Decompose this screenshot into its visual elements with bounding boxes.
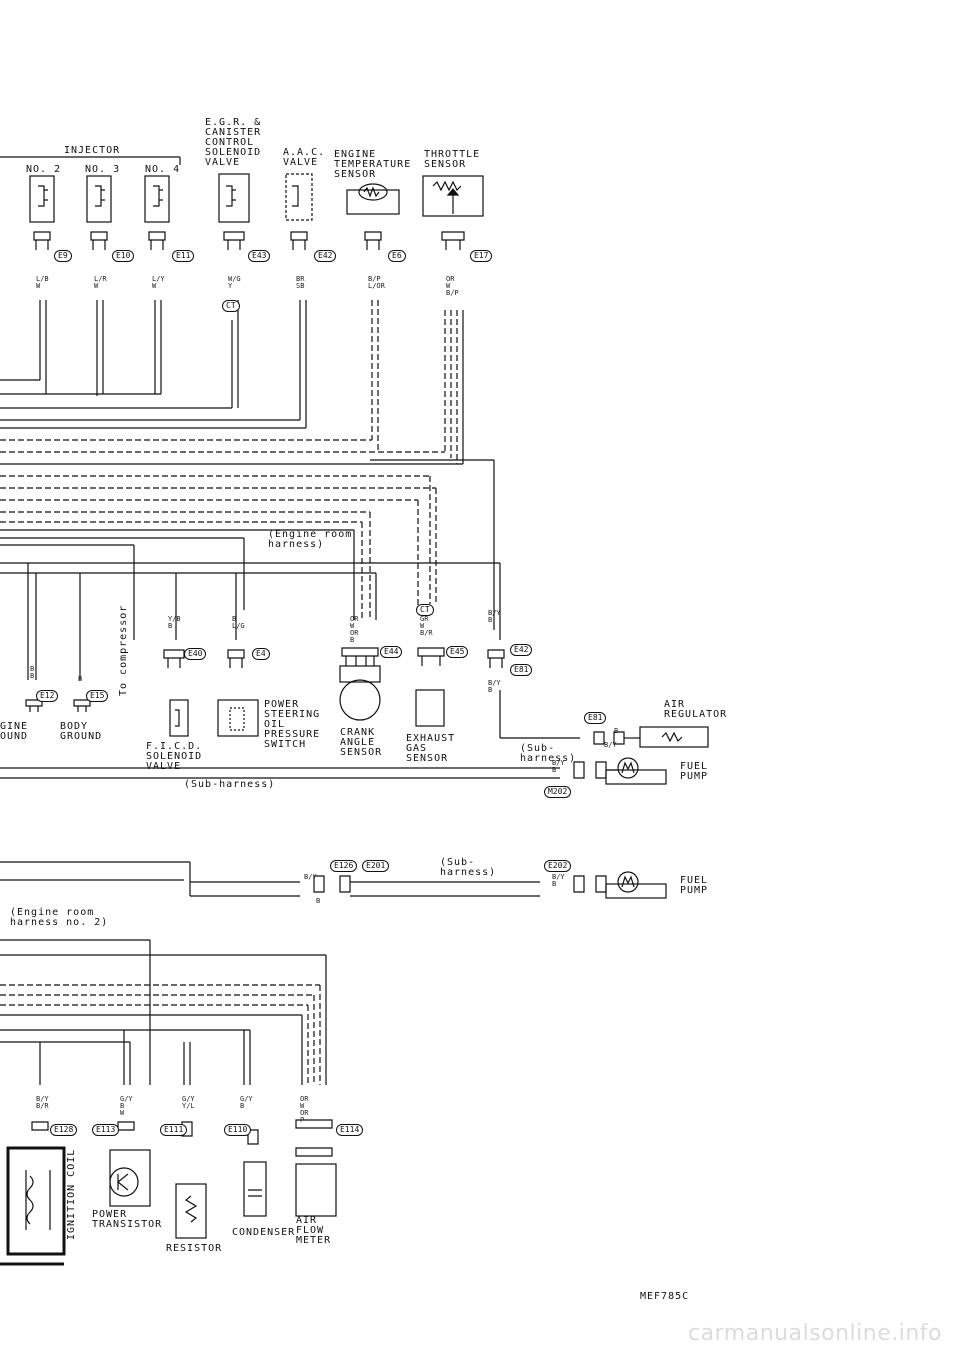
wire-code-aac: BR SB	[296, 275, 305, 290]
wire-code-engine-ground: B B	[30, 665, 35, 680]
connector-e17: E17	[470, 250, 493, 262]
egr-valve-label: E.G.R. & CANISTER CONTROL SOLENOID VALVE	[205, 117, 262, 168]
wire-code-inj3: L/R W	[94, 275, 107, 290]
sub-harness-label-2: (Sub-harness)	[184, 779, 276, 790]
ficd-valve-label: F.I.C.D. SOLENOID VALVE	[146, 741, 203, 772]
connector-ct-2: CT	[416, 604, 434, 616]
engine-temp-sensor-label: ENGINE TEMPERATURE SENSOR	[334, 149, 412, 180]
wire-code-temp: B/P L/OR	[368, 275, 385, 290]
wire-code-egr: W/G Y	[228, 275, 241, 290]
ignition-coil-label: IGNITION COIL	[66, 1148, 77, 1240]
wire-code-air-regulator: B/Y B	[488, 609, 501, 624]
condenser-label: CONDENSER	[232, 1227, 296, 1238]
wire-code-sub-b: B	[316, 897, 321, 905]
body-ground-label: BODY GROUND	[60, 721, 103, 742]
fuel-pump-label: FUEL PUMP	[680, 761, 709, 782]
connector-e81: E81	[510, 664, 533, 676]
wire-code-sub-by: B/Y	[304, 873, 317, 881]
connector-e4: E4	[252, 648, 270, 660]
connector-e6: E6	[388, 250, 406, 262]
wire-code-fuel-pump-2: B/Y B	[552, 873, 565, 888]
connector-e45: E45	[446, 646, 469, 658]
wire-code-exhaust: GR W B/R	[420, 615, 433, 637]
connector-e114: E114	[336, 1124, 364, 1136]
connector-e42: E42	[510, 644, 533, 656]
wire-code-ficd: Y/B B	[168, 615, 181, 630]
wire-code-ps-switch: B L/G	[232, 615, 245, 630]
connector-e9: E9	[54, 250, 72, 262]
injector-no4-label: No. 4	[145, 164, 181, 175]
connector-e40: E40	[184, 648, 207, 660]
wire-code-air-regulator-2: B/Y B	[488, 679, 501, 694]
wire-code-regulator-by: B/Y	[604, 741, 617, 749]
wire-code-condenser: G/Y B	[240, 1095, 253, 1110]
to-compressor-label: To compressor	[118, 604, 129, 696]
injector-no2-label: No. 2	[26, 164, 62, 175]
connector-e44: E44	[380, 646, 403, 658]
aac-valve-label: A.A.C. VALVE	[283, 147, 326, 168]
connector-e111: E111	[160, 1124, 188, 1136]
connector-ct-1: CT	[222, 300, 240, 312]
connector-e128: E128	[50, 1124, 78, 1136]
wire-code-throttle: OR W B/P	[446, 275, 459, 297]
wire-code-resistor: G/Y Y/L	[182, 1095, 195, 1110]
engine-ground-label: GINE OUND	[0, 721, 29, 742]
connector-e201: E201	[362, 860, 390, 872]
engine-room-harness-label: (Engine room harness)	[268, 529, 353, 550]
connector-e11: E11	[172, 250, 195, 262]
connector-e43: E43	[248, 250, 271, 262]
connector-e15: E15	[86, 690, 109, 702]
wire-code-fuel-pump-1: B/Y B	[552, 759, 565, 774]
connector-e81-2: E81	[584, 712, 607, 724]
sub-harness-label-3: (Sub- harness)	[440, 857, 497, 878]
wire-code-ignition: B/Y B/R	[36, 1095, 49, 1110]
ps-switch-label: POWER STEERING OIL PRESSURE SWITCH	[264, 699, 321, 750]
connector-e12: E12	[36, 690, 59, 702]
injector-no3-label: No. 3	[85, 164, 121, 175]
fuel-pump-label-2: FUEL PUMP	[680, 875, 709, 896]
throttle-sensor-label: THROTTLE SENSOR	[424, 149, 481, 170]
connector-e113: E113	[92, 1124, 120, 1136]
wire-code-crank: OR W OR B	[350, 615, 359, 644]
connector-m202: M202	[544, 786, 572, 798]
injector-group-label: INJECTOR	[64, 145, 121, 156]
air-regulator-label: AIR REGULATOR	[664, 699, 728, 720]
wire-code-inj4: L/Y W	[152, 275, 165, 290]
reference-code: MEF785C	[640, 1291, 690, 1302]
connector-e126: E126	[330, 860, 358, 872]
wire-code-air-flow-meter: OR W OR P	[300, 1095, 309, 1124]
resistor-label: RESISTOR	[166, 1243, 223, 1254]
wire-code-body-ground: B	[78, 675, 83, 683]
air-flow-meter-label: AIR FLOW METER	[296, 1215, 332, 1246]
wire-code-inj2: L/B W	[36, 275, 49, 290]
connector-e110: E110	[224, 1124, 252, 1136]
engine-room-harness-2-label: (Engine room harness no. 2)	[10, 907, 109, 928]
connector-e42-top: E42	[314, 250, 337, 262]
power-transistor-label: POWER TRANSISTOR	[92, 1209, 163, 1230]
wire-code-power-transistor: G/Y B W	[120, 1095, 133, 1117]
connector-e202: E202	[544, 860, 572, 872]
exhaust-gas-sensor-label: EXHAUST GAS SENSOR	[406, 733, 456, 764]
watermark: carmanualsonline.info	[688, 1321, 942, 1346]
crank-angle-sensor-label: CRANK ANGLE SENSOR	[340, 727, 383, 758]
wire-code-regulator-b: B	[614, 727, 619, 735]
sub-harness-label-1: (Sub- harness)	[520, 743, 577, 764]
connector-e10: E10	[112, 250, 135, 262]
